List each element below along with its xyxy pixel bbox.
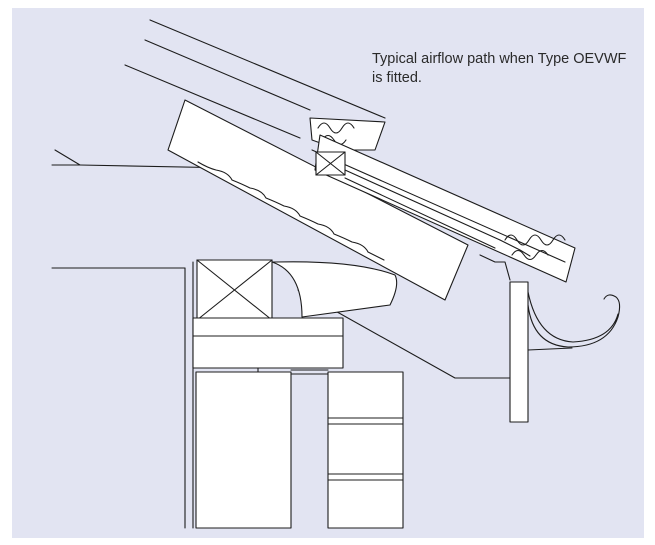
wall-beam (192, 317, 344, 337)
outer-leaf-bricks (327, 371, 404, 529)
airflow-caption: Typical airflow path when Type OEVWF is … (372, 51, 627, 86)
insulation-fold (271, 261, 398, 318)
gutter (527, 291, 621, 348)
inner-leaf-block (195, 371, 292, 529)
wall-plate (196, 259, 273, 321)
underlay-wave (197, 161, 385, 261)
rafter-lines (124, 19, 386, 139)
wall-beam-lower (192, 335, 344, 369)
fascia-board (509, 281, 529, 423)
eaves-felt (344, 169, 531, 281)
vent-batten (315, 151, 346, 176)
